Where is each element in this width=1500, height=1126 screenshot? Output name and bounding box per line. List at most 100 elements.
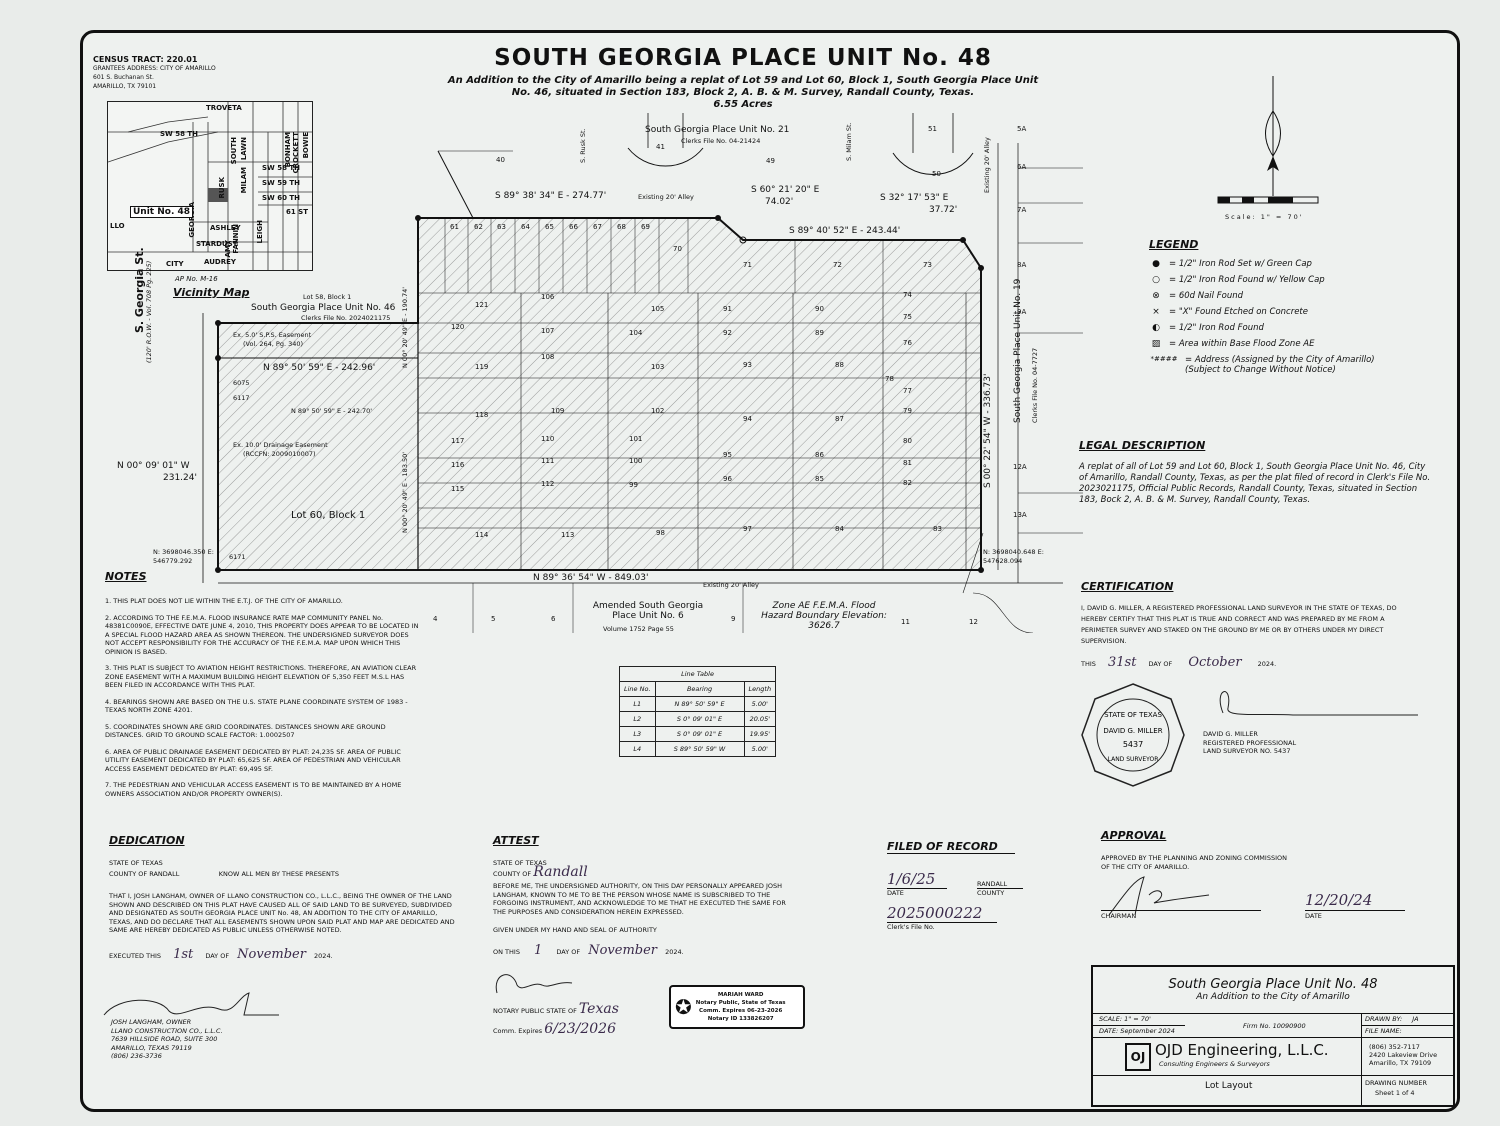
legal-description: LEGAL DESCRIPTION A replat of all of Lot…: [1079, 439, 1434, 506]
legal-text: A replat of all of Lot 59 and Lot 60, Bl…: [1079, 462, 1431, 505]
street-llo: LLO: [110, 222, 125, 230]
owner-signature: [103, 992, 279, 1016]
line-table: Line Table Line No. Bearing Length L1 N …: [618, 666, 777, 757]
lot-91: 91: [723, 305, 732, 313]
plat-drawing: [202, 113, 1083, 633]
tb-phone: (806) 352-7117: [1369, 1043, 1420, 1051]
address-6075: 6075: [233, 379, 250, 387]
lot-110: 110: [541, 435, 555, 443]
lot-89: 89: [815, 329, 824, 337]
tb-firm: Firm No. 10090900: [1243, 1022, 1306, 1030]
lot-98: 98: [656, 529, 665, 537]
dedication-state: STATE OF TEXAS: [109, 859, 163, 867]
lot60-label: Lot 60, Block 1: [291, 510, 366, 521]
notary-expires-label: Comm. Expires: [493, 1027, 543, 1035]
alley-right-label: Existing 20' Alley: [983, 137, 991, 193]
lot-71: 71: [743, 261, 752, 269]
dedication-know: KNOW ALL MEN BY THESE PRESENTS: [218, 869, 339, 878]
line-bearing: S 0° 09' 01" E: [654, 726, 745, 742]
tb-addr2: Amarillo, TX 79109: [1369, 1059, 1432, 1067]
address-icon: *####: [1150, 355, 1178, 363]
lot-88: 88: [835, 361, 844, 369]
notary-signature: [495, 974, 573, 994]
line-no: L3: [619, 726, 656, 742]
filed-row: 1/6/25 DATE RANDALL COUNTY: [887, 870, 1067, 898]
tb-sheet: Sheet 1 of 4: [1375, 1089, 1415, 1097]
lot-77: 77: [903, 387, 912, 395]
adj-lot-12a: 12A: [1013, 463, 1027, 471]
legend-item: *####= Address (Assigned by the City of …: [1149, 355, 1439, 375]
note-item: 6. AREA OF PUBLIC DRAINAGE EASEMENT DEDI…: [105, 747, 401, 773]
alley-top-label: Existing 20' Alley: [638, 193, 694, 201]
notes: NOTES 1. THIS PLAT DOES NOT LIE WITHIN T…: [105, 570, 423, 806]
tb-addr1: 2420 Lakeview Drive: [1369, 1051, 1438, 1059]
bearing-r1: S 32° 17' 53" E: [880, 193, 949, 203]
tb-drawn-by: JA: [1412, 1015, 1419, 1023]
filed-date-block: 1/6/25 DATE: [887, 870, 947, 898]
line-no: L2: [619, 711, 656, 727]
lot-109: 109: [551, 407, 565, 415]
georgia-row: (120' R.O.W. - Vol. 708 Pg. 225): [145, 260, 153, 363]
legend-item-text: = 60d Nail Found: [1169, 291, 1243, 301]
legend-item-text: = Area within Base Flood Zone AE: [1169, 339, 1315, 349]
tb-contact: (806) 352-7117 2420 Lakeview Drive Amari…: [1369, 1043, 1437, 1067]
dedication-text: THAT I, JOSH LANGHAM, OWNER OF LLANO CON…: [109, 892, 455, 934]
lot-108: 108: [541, 353, 555, 361]
notes-title: NOTES: [105, 570, 147, 583]
surveyor-ls-no: LAND SURVEYOR NO. 5437: [1203, 747, 1291, 755]
dedication: DEDICATION STATE OF TEXAS COUNTY OF RAND…: [109, 834, 459, 961]
filed-county: RANDALL: [977, 880, 1023, 889]
owner-name: JOSH LANGHAM, OWNER: [111, 1018, 192, 1026]
tb-name: South Georgia Place Unit No. 48: [1168, 977, 1378, 992]
note-item: 7. THE PEDESTRIAN AND VEHICULAR ACCESS E…: [105, 781, 402, 798]
owner-address: 7639 HILLSIDE ROAD, SUITE 300: [111, 1035, 218, 1043]
bearing-left: N 00° 20' 49" E - 190.74': [401, 286, 409, 368]
line-table-header: Length: [743, 681, 777, 697]
adj-lot-8a: 8A: [1017, 261, 1027, 269]
certification-title: CERTIFICATION: [1081, 580, 1174, 593]
cert-this: THIS: [1081, 660, 1096, 668]
plat-acres: 6.55 Acres: [713, 99, 773, 110]
notary-label: NOTARY PUBLIC STATE OF: [493, 1007, 577, 1015]
chairman-label: CHAIRMAN: [1101, 910, 1261, 921]
lot-73: 73: [923, 261, 932, 269]
adj-lot-4: 4: [433, 615, 438, 623]
adj-lot-7a: 7A: [1017, 206, 1027, 214]
vicinity-map: TROVETA SW 58 TH SW 58 TH SW 59 TH SW 60…: [107, 101, 313, 271]
notary-stamp-text: MARIAH WARD Notary Public, State of Texa…: [696, 991, 786, 1023]
iron-rod-set-icon: ●: [1152, 259, 1160, 269]
adj-lot-13a: 13A: [1013, 511, 1027, 519]
adj-lot-49: 49: [766, 157, 775, 165]
line-length: 5.00': [743, 696, 777, 712]
census-block: CENSUS TRACT: 220.01 GRANTEES ADDRESS: C…: [93, 55, 216, 91]
attest-day: 1: [534, 942, 543, 958]
filed-county-block: RANDALL COUNTY: [977, 880, 1023, 898]
lot-107: 107: [541, 327, 555, 335]
lot-70: 70: [673, 245, 682, 253]
lot-81: 81: [903, 459, 912, 467]
table-row: L2 S 0° 09' 01" E 20.05': [619, 711, 777, 727]
approval-text: APPROVED BY THE PLANNING AND ZONING COMM…: [1101, 854, 1287, 871]
street-61st: 61 ST: [286, 208, 308, 216]
cert-month: October: [1188, 655, 1242, 670]
lot-96: 96: [723, 475, 732, 483]
line-bearing: N 89° 50' 59" E: [654, 696, 745, 712]
scale-bar: [1217, 196, 1319, 204]
lot-97: 97: [743, 525, 752, 533]
lot-83: 83: [933, 525, 942, 533]
rusk-label: S. Rusk St.: [579, 128, 587, 163]
owner-company: LLANO CONSTRUCTION CO., L.L.C.: [111, 1026, 223, 1035]
grantees-street: 601 S. Buchanan St.: [93, 74, 154, 81]
tb-sub: An Addition to the City of Amarillo: [1196, 992, 1350, 1002]
adj-lot-6: 6: [551, 615, 556, 623]
certification-text: I, DAVID G. MILLER, A REGISTERED PROFESS…: [1081, 604, 1397, 645]
tb-divider: [1093, 1037, 1453, 1038]
lot-105: 105: [651, 305, 665, 313]
lot-111: 111: [541, 457, 555, 465]
tb-divider: [1361, 1013, 1362, 1105]
sgp46-file: Clerks File No. 2024021175: [301, 314, 391, 322]
line-length: 5.00': [743, 741, 777, 757]
alley-bottom-label: Existing 20' Alley: [703, 581, 759, 589]
attest-year: 2024.: [665, 947, 684, 956]
surveyor-signature: [1219, 691, 1418, 716]
